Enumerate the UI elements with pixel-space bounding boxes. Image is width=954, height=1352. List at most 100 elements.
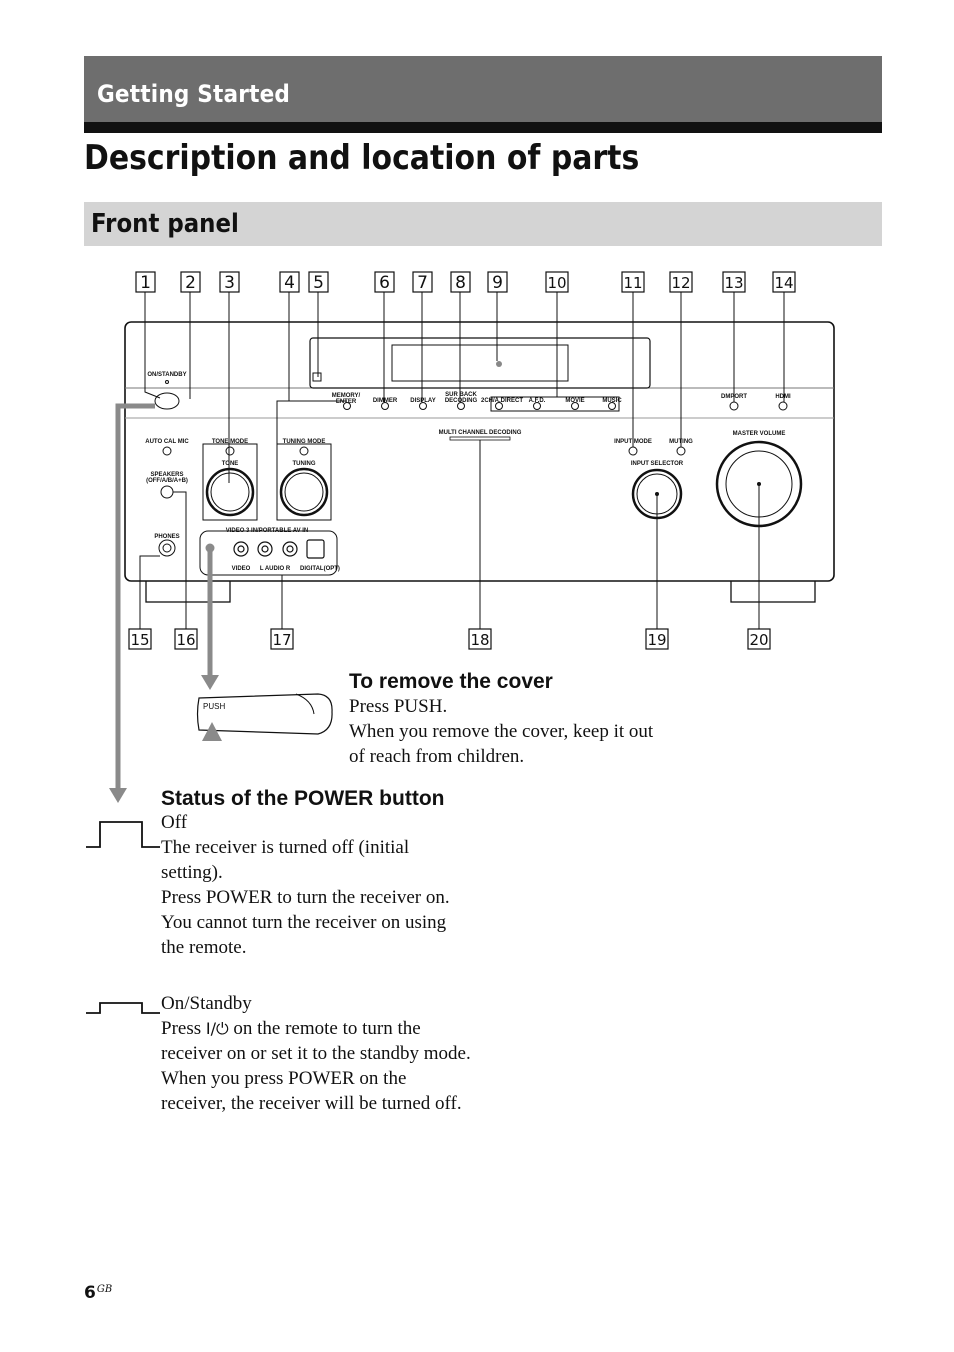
callout-13: 13 [722, 271, 746, 293]
page-number: 6GB [84, 1283, 113, 1303]
svg-text:1: 1 [140, 273, 151, 293]
svg-text:SUR BACK: SUR BACK [445, 392, 477, 398]
tuning-knob [279, 467, 329, 517]
power-off-line: You cannot turn the receiver on using [161, 912, 447, 933]
callout-3: 3 [219, 271, 240, 293]
callout-11: 11 [621, 271, 645, 293]
callout-5: 5 [308, 271, 329, 293]
display-panel [391, 344, 569, 382]
callout-19: 19 [645, 628, 669, 650]
svg-text:19: 19 [647, 631, 666, 649]
two-ch-direct-button [495, 402, 503, 410]
standby-line: On/Standby [161, 993, 252, 1014]
digital-optical-jack [306, 539, 325, 559]
callout-2: 2 [180, 271, 201, 293]
standby-line: receiver, the receiver will be turned of… [161, 1093, 462, 1114]
movie-button [571, 402, 579, 410]
svg-text:L AUDIO R: L AUDIO R [260, 566, 291, 572]
svg-text:DISPLAY: DISPLAY [410, 398, 435, 404]
power-off-line: the remote. [161, 937, 247, 958]
tuning-mode-button [299, 446, 309, 456]
power-off-line: Press POWER to turn the receiver on. [161, 887, 450, 908]
svg-text:MEMORY/: MEMORY/ [332, 393, 361, 399]
svg-text:2CH/A.DIRECT: 2CH/A.DIRECT [481, 398, 523, 404]
tone-knob [205, 467, 255, 517]
power-button [154, 392, 180, 410]
svg-text:(OFF/A/B/A+B): (OFF/A/B/A+B) [146, 478, 188, 484]
svg-text:ON/STANDBY: ON/STANDBY [147, 372, 186, 378]
svg-text:TUNING MODE: TUNING MODE [283, 439, 326, 445]
power-off-symbol [86, 821, 160, 848]
subsection-bar [84, 202, 882, 246]
callout-17: 17 [270, 628, 294, 650]
afd-button [533, 402, 541, 410]
svg-text:17: 17 [272, 631, 291, 649]
svg-text:20: 20 [749, 631, 768, 649]
svg-text:10: 10 [547, 274, 566, 292]
power-off-line: The receiver is turned off (initial [161, 837, 410, 858]
dimmer-button [381, 402, 389, 410]
callout-14: 14 [772, 271, 796, 293]
push-arrow [202, 722, 222, 741]
svg-text:4: 4 [284, 273, 295, 293]
svg-text:9: 9 [492, 273, 503, 293]
callout-15: 15 [128, 628, 152, 650]
standby-line: Press I/⏻ on the remote to turn the [161, 1018, 421, 1039]
svg-text:MOVIE: MOVIE [565, 398, 584, 404]
sur-back-decoding-button [457, 402, 465, 410]
svg-text:16: 16 [176, 631, 195, 649]
callout-18: 18 [468, 628, 492, 650]
right-foot [730, 579, 816, 603]
standby-power-icon: I/⏻ [205, 1019, 229, 1038]
svg-text:PUSH: PUSH [203, 702, 225, 711]
standby-line: receiver on or set it to the standby mod… [161, 1043, 471, 1064]
svg-text:TONE: TONE [222, 461, 239, 467]
svg-text:MULTI CHANNEL DECODING: MULTI CHANNEL DECODING [439, 430, 522, 436]
left-foot [145, 579, 231, 603]
tone-group-frame [202, 443, 258, 521]
callout-7: 7 [412, 271, 433, 293]
svg-text:DIMMER: DIMMER [373, 398, 398, 404]
tone-mode-button [225, 446, 235, 456]
svg-text:2: 2 [185, 273, 196, 293]
svg-text:18: 18 [470, 631, 489, 649]
svg-text:DECODING: DECODING [445, 398, 478, 404]
callout-6: 6 [374, 271, 395, 293]
svg-text:15: 15 [130, 631, 149, 649]
leader-lines [139, 292, 785, 629]
svg-text:VIDEO: VIDEO [232, 566, 251, 572]
svg-text:A.F.D.: A.F.D. [529, 398, 546, 404]
callout-1: 1 [135, 271, 156, 293]
video3-input-cover [199, 530, 338, 576]
svg-text:INPUT SELECTOR: INPUT SELECTOR [631, 461, 684, 467]
display-button [419, 402, 427, 410]
auto-cal-mic-jack [162, 446, 172, 456]
callout-10: 10 [545, 271, 569, 293]
svg-text:7: 7 [417, 273, 428, 293]
standby-line: When you press POWER on the [161, 1068, 407, 1089]
callout-8: 8 [450, 271, 471, 293]
cover-line: of reach from children. [349, 746, 525, 767]
svg-text:6: 6 [379, 273, 390, 293]
callout-12: 12 [669, 271, 693, 293]
muting-button [676, 446, 686, 456]
svg-text:3: 3 [224, 273, 235, 293]
push-cover [196, 693, 333, 735]
svg-text:MUSIC: MUSIC [602, 398, 622, 404]
power-off-line: Off [161, 812, 188, 833]
hdmi-indicator [778, 401, 788, 411]
svg-text:AUTO CAL MIC: AUTO CAL MIC [145, 439, 189, 445]
dmport-jack [729, 401, 739, 411]
cover-heading: To remove the cover [349, 670, 553, 693]
svg-text:ENTER: ENTER [336, 399, 357, 405]
svg-text:DIGITAL(OPT): DIGITAL(OPT) [300, 566, 340, 572]
cover-line: Press PUSH. [349, 696, 448, 717]
section-header-rule [84, 122, 882, 133]
svg-text:SPEAKERS: SPEAKERS [150, 472, 183, 478]
callout-20: 20 [747, 628, 771, 650]
callout-16: 16 [174, 628, 198, 650]
power-off-line: setting). [161, 862, 223, 883]
subsection-title: Front panel [91, 209, 239, 239]
page-title: Description and location of parts [84, 138, 640, 178]
